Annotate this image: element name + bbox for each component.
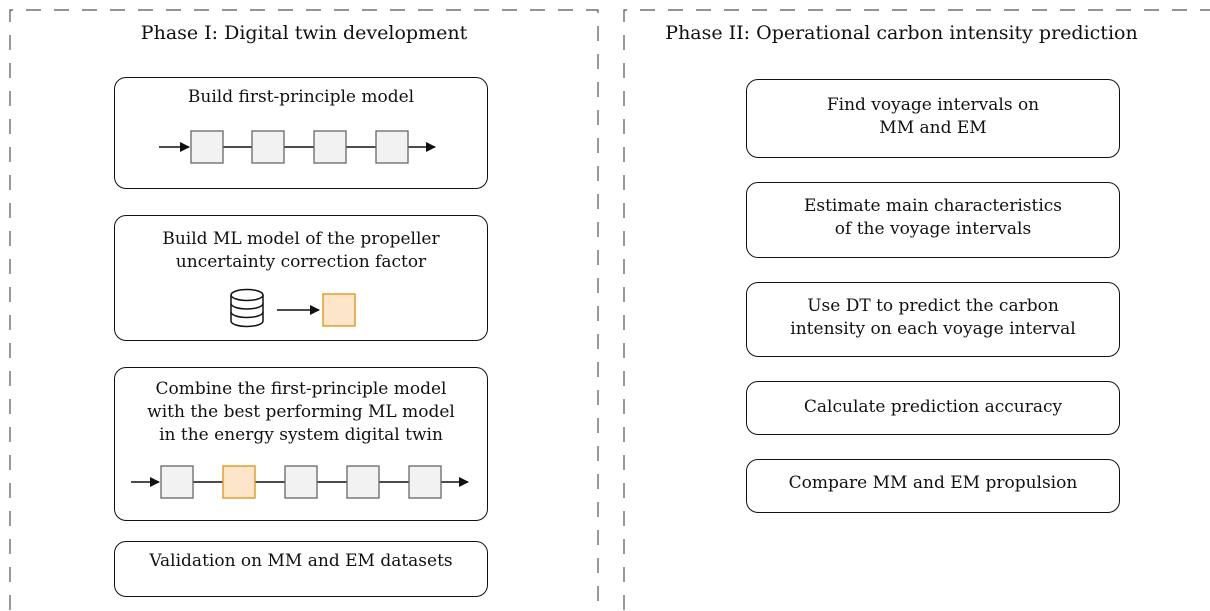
step-predict-carbon-intensity: Use DT to predict the carbon intensity o…: [746, 282, 1120, 357]
database-icon: [230, 288, 264, 328]
step-label-line-1: Find voyage intervals on: [826, 95, 1040, 115]
ml-model-block: [222, 465, 256, 499]
step-label-line-1: Estimate main characteristics: [803, 196, 1063, 216]
first-principle-chain-diagram: [159, 130, 436, 164]
step-build-first-principle-model: Build first-principle model: [114, 77, 488, 189]
model-block: [251, 130, 285, 164]
phase-2-dashed-frame: [623, 9, 1210, 610]
step-label: Validation on MM and EM datasets: [149, 551, 453, 571]
step-label-line-2: uncertainty correction factor: [175, 252, 427, 272]
ml-model-diagram: [230, 288, 356, 328]
step-estimate-characteristics: Estimate main characteristics of the voy…: [746, 182, 1120, 258]
step-label-line-2: intensity on each voyage interval: [790, 319, 1076, 339]
phase-2-title: Phase II: Operational carbon intensity p…: [665, 22, 1138, 44]
phase-1-title: Phase I: Digital twin development: [140, 22, 468, 44]
model-block: [190, 130, 224, 164]
step-label-line-2: MM and EM: [879, 118, 987, 138]
phase-1-dashed-frame: [9, 9, 599, 610]
model-block: [313, 130, 347, 164]
step-find-voyage-intervals: Find voyage intervals on MM and EM: [746, 79, 1120, 158]
step-label-line-1: Build ML model of the propeller: [162, 229, 440, 249]
phase-2-panel: Phase II: Operational carbon intensity p…: [623, 9, 1210, 610]
step-label-line-1: Use DT to predict the carbon: [807, 296, 1059, 316]
step-label: Calculate prediction accuracy: [803, 397, 1063, 417]
step-combine-models: Combine the first-principle model with t…: [114, 367, 488, 521]
phase-1-panel: Phase I: Digital twin development Build …: [9, 9, 599, 610]
step-compare-propulsion: Compare MM and EM propulsion: [746, 459, 1120, 513]
model-block: [160, 465, 194, 499]
step-calculate-accuracy: Calculate prediction accuracy: [746, 381, 1120, 435]
combined-chain-diagram: [131, 465, 469, 499]
step-label: Compare MM and EM propulsion: [788, 473, 1078, 493]
model-block: [346, 465, 380, 499]
step-label-line-3: in the energy system digital twin: [159, 425, 443, 445]
model-block: [408, 465, 442, 499]
step-label: Build first-principle model: [187, 87, 415, 107]
step-label-line-1: Combine the first-principle model: [155, 379, 447, 399]
step-label-line-2: with the best performing ML model: [147, 402, 455, 422]
model-block: [375, 130, 409, 164]
ml-model-block: [322, 293, 356, 327]
model-block: [284, 465, 318, 499]
step-validation: Validation on MM and EM datasets: [114, 541, 488, 597]
step-label-line-2: of the voyage intervals: [834, 219, 1032, 239]
step-build-ml-model: Build ML model of the propeller uncertai…: [114, 215, 488, 341]
